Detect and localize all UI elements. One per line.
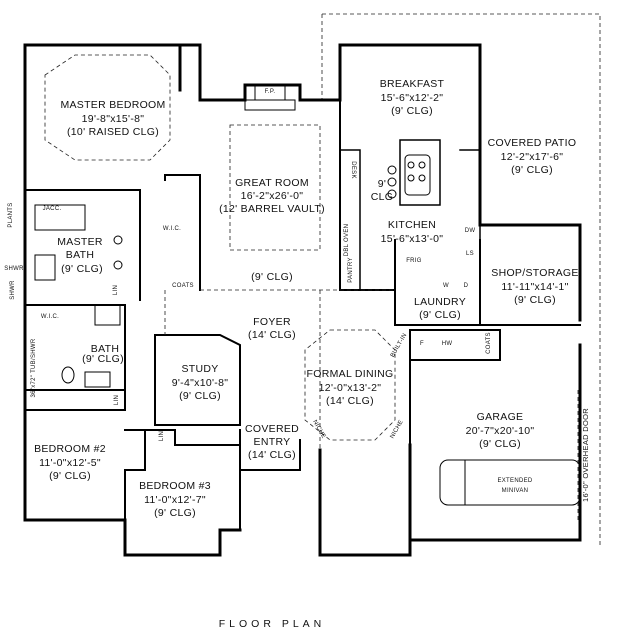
linen-label-1: LIN [113,285,119,295]
breakfast-label: BREAKFAST [380,78,445,90]
master-bath-clg: (9' CLG) [61,263,103,275]
covered-entry-label-1: COVERED [245,423,299,435]
pantry-label: PANTRY [348,257,354,283]
washer-label: W [443,283,449,289]
formal-dining-clg: (14' CLG) [326,395,374,407]
bedroom2-clg: (9' CLG) [49,470,91,482]
shop-storage-size: 11'-11"x14'-1" [501,281,568,293]
bath-fixtures [34,204,123,388]
great-room-clg: (9' CLG) [251,271,293,283]
laundry-sink-label: LS [466,251,474,257]
wic-label-2: W.I.C. [41,314,59,320]
master-bath-label-1: MASTER [57,236,103,248]
oven-label: DBL OVEN [344,224,350,257]
great-room-size: 16'-2"x26'-0" [241,190,304,202]
bedroom3-size: 11'-0"x12'-7" [144,494,206,506]
covered-entry-label-2: ENTRY [254,436,291,448]
freezer-label: F [420,341,424,347]
great-room-label: GREAT ROOM [235,177,309,189]
master-bedroom-size: 19'-8"x15'-8" [82,113,145,125]
study-size: 9'-4"x10'-8" [172,377,229,389]
garage-label: GARAGE [477,411,524,423]
coats-label-2: COATS [486,332,492,354]
jacc-label: JACC. [43,206,62,212]
master-bath-label-2: BATH [66,249,94,261]
linen-label-2: LIN [114,395,120,405]
interior-dashed [44,54,396,450]
formal-dining-label: FORMAL DINING [307,368,394,380]
shop-storage-label: SHOP/STORAGE [491,267,578,279]
minivan-label-1: EXTENDED [497,478,532,484]
coats-label-1: COATS [172,283,194,289]
bath-label: BATH [91,343,119,355]
kitchen-island [387,154,431,199]
bedroom3-label: BEDROOM #3 [139,480,211,492]
desk-label: DESK [350,161,356,179]
dishwasher-label: DW [465,228,476,234]
shower-label-1: SHWR [4,266,24,272]
plan-title: FLOOR PLAN [219,618,326,630]
kitchen-clg-number: 9' [378,178,386,190]
formal-dining-size: 12'-0"x13'-2" [319,382,382,394]
shop-storage-clg: (9' CLG) [514,294,556,306]
frig-label: FRIG [406,258,422,264]
laundry-clg: (9' CLG) [419,309,461,321]
foyer-label: FOYER [253,316,291,328]
covered-patio-size: 12'-2"x17'-6" [501,151,564,163]
interior-walls [24,99,581,531]
room-labels: MASTER BEDROOM 19'-8"x15'-8" (10' RAISED… [34,78,578,519]
master-bedroom-label: MASTER BEDROOM [60,99,165,111]
kitchen-label: KITCHEN [388,219,436,231]
tub-shower-label: 36"x72" TUB/SHWR [31,338,37,397]
built-in-label: BUILT-IN [390,332,409,358]
overhead-door-label: 16'-0" OVERHEAD DOOR [581,408,590,502]
niche-label-1: NICHE [311,419,326,439]
great-room-vault: (12' BARREL VAULT) [219,203,325,215]
linen-label-3: LIN [159,431,165,441]
kitchen-size: 15'-6"x13'-0" [381,233,444,245]
water-heater-label: HW [442,341,453,347]
breakfast-size: 15'-6"x12'-2" [381,92,444,104]
fixture-labels: F.P. W.I.C. W.I.C. COATS COATS DESK DBL … [4,89,590,502]
covered-patio-clg: (9' CLG) [511,164,553,176]
breakfast-clg: (9' CLG) [391,105,433,117]
exterior-walls [23,43,582,557]
wic-label-1: W.I.C. [163,226,181,232]
bedroom3-clg: (9' CLG) [154,507,196,519]
plants-label: PLANTS [8,202,14,227]
covered-patio-label: COVERED PATIO [488,137,577,149]
minivan-label-2: MINIVAN [502,488,529,494]
fireplace [244,84,296,111]
study-clg: (9' CLG) [179,390,221,402]
kitchen-clg-label: CLG [371,191,394,203]
laundry-label: LAUNDRY [414,296,466,308]
covered-entry-clg: (14' CLG) [248,449,296,461]
foyer-clg: (14' CLG) [248,329,296,341]
minivan [439,459,581,506]
study-label: STUDY [181,363,218,375]
garage-clg: (9' CLG) [479,438,521,450]
bath-clg: (9' CLG) [82,353,124,365]
patio-outline [321,13,601,545]
bedroom2-label: BEDROOM #2 [34,443,106,455]
fireplace-label: F.P. [265,89,276,95]
shower-label-2: SHWR [10,280,16,300]
dryer-label: D [464,283,469,289]
bedroom2-size: 11'-0"x12'-5" [39,457,101,469]
master-bedroom-clg: (10' RAISED CLG) [67,126,159,138]
niche-label-2: NICHE [389,419,404,439]
garage-size: 20'-7"x20'-10" [466,425,535,437]
